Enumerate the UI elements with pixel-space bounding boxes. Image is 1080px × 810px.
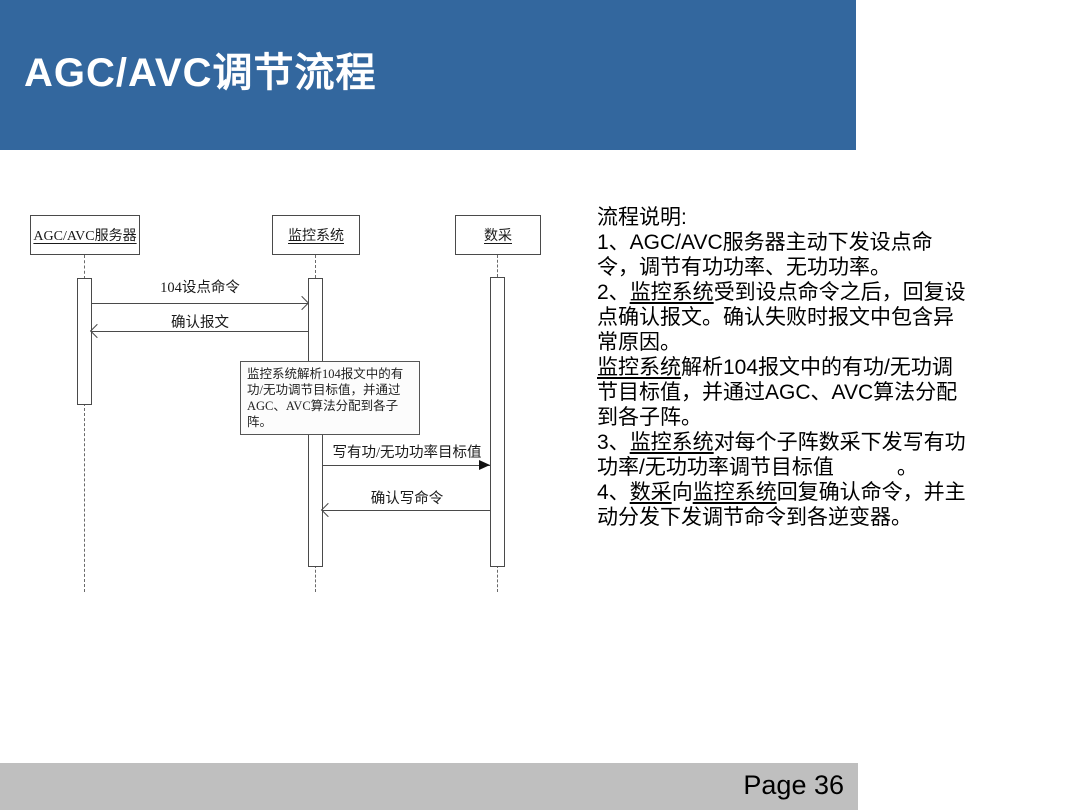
lifeline-box-monitor-system: 监控系统 (272, 215, 360, 255)
activation-bar-server (77, 278, 92, 405)
arrowhead-filled-right-icon (479, 460, 490, 470)
lifeline-dash (497, 255, 498, 277)
footer-bar: Page 36 (0, 763, 858, 810)
description-paragraph: 4、数采向监控系统回复确认命令，并主动分发下发调节命令到各逆变器。 (597, 481, 966, 529)
message-label-write-ack: 确认写命令 (370, 491, 444, 507)
header-bar: AGC/AVC调节流程 (0, 0, 856, 150)
lifeline-dash (497, 565, 498, 592)
lifeline-dash (84, 403, 85, 592)
process-description: 流程说明: 1、AGC/AVC服务器主动下发设点命令，调节有功功率、无功功率。 … (597, 205, 969, 530)
lifeline-label: 监控系统 (288, 229, 344, 244)
description-paragraph: 1、AGC/AVC服务器主动下发设点命令，调节有功功率、无功功率。 (597, 231, 933, 279)
message-line (322, 465, 490, 466)
page-number: Page 36 (743, 770, 844, 800)
lifeline-label: 数采 (484, 229, 512, 244)
description-paragraph: 监控系统解析104报文中的有功/无功调节目标值，并通过AGC、AVC算法分配到各… (597, 356, 958, 429)
message-line (91, 331, 308, 332)
message-label-setpoint-command: 104设点命令 (160, 280, 240, 296)
message-line (91, 303, 308, 304)
message-label-ack-message: 确认报文 (171, 315, 229, 331)
activation-bar-daq (490, 277, 505, 567)
lifeline-box-daq: 数采 (455, 215, 541, 255)
arrowhead-right-icon (294, 295, 310, 311)
sequence-diagram: AGC/AVC服务器 监控系统 数采 104设点命令 确认报文 监控系统解析10… (0, 0, 600, 650)
lifeline-dash (315, 255, 316, 278)
lifeline-box-agc-avc-server: AGC/AVC服务器 (30, 215, 140, 255)
description-heading: 流程说明: (597, 206, 687, 229)
lifeline-dash (84, 255, 85, 279)
diagram-note: 监控系统解析104报文中的有功/无功调节目标值，并通过AGC、AVC算法分配到各… (240, 361, 420, 435)
lifeline-label: AGC/AVC服务器 (33, 229, 137, 244)
description-paragraph: 2、监控系统受到设点命令之后，回复设点确认报文。确认失败时报文中包含异常原因。 (597, 281, 966, 354)
description-paragraph: 3、监控系统对每个子阵数采下发写有功功率/无功功率调节目标值 。 (597, 431, 966, 479)
page-title: AGC/AVC调节流程 (24, 51, 377, 95)
lifeline-dash (315, 565, 316, 592)
message-label-write-target: 写有功/无功功率目标值 (332, 445, 482, 461)
message-line (322, 510, 491, 511)
